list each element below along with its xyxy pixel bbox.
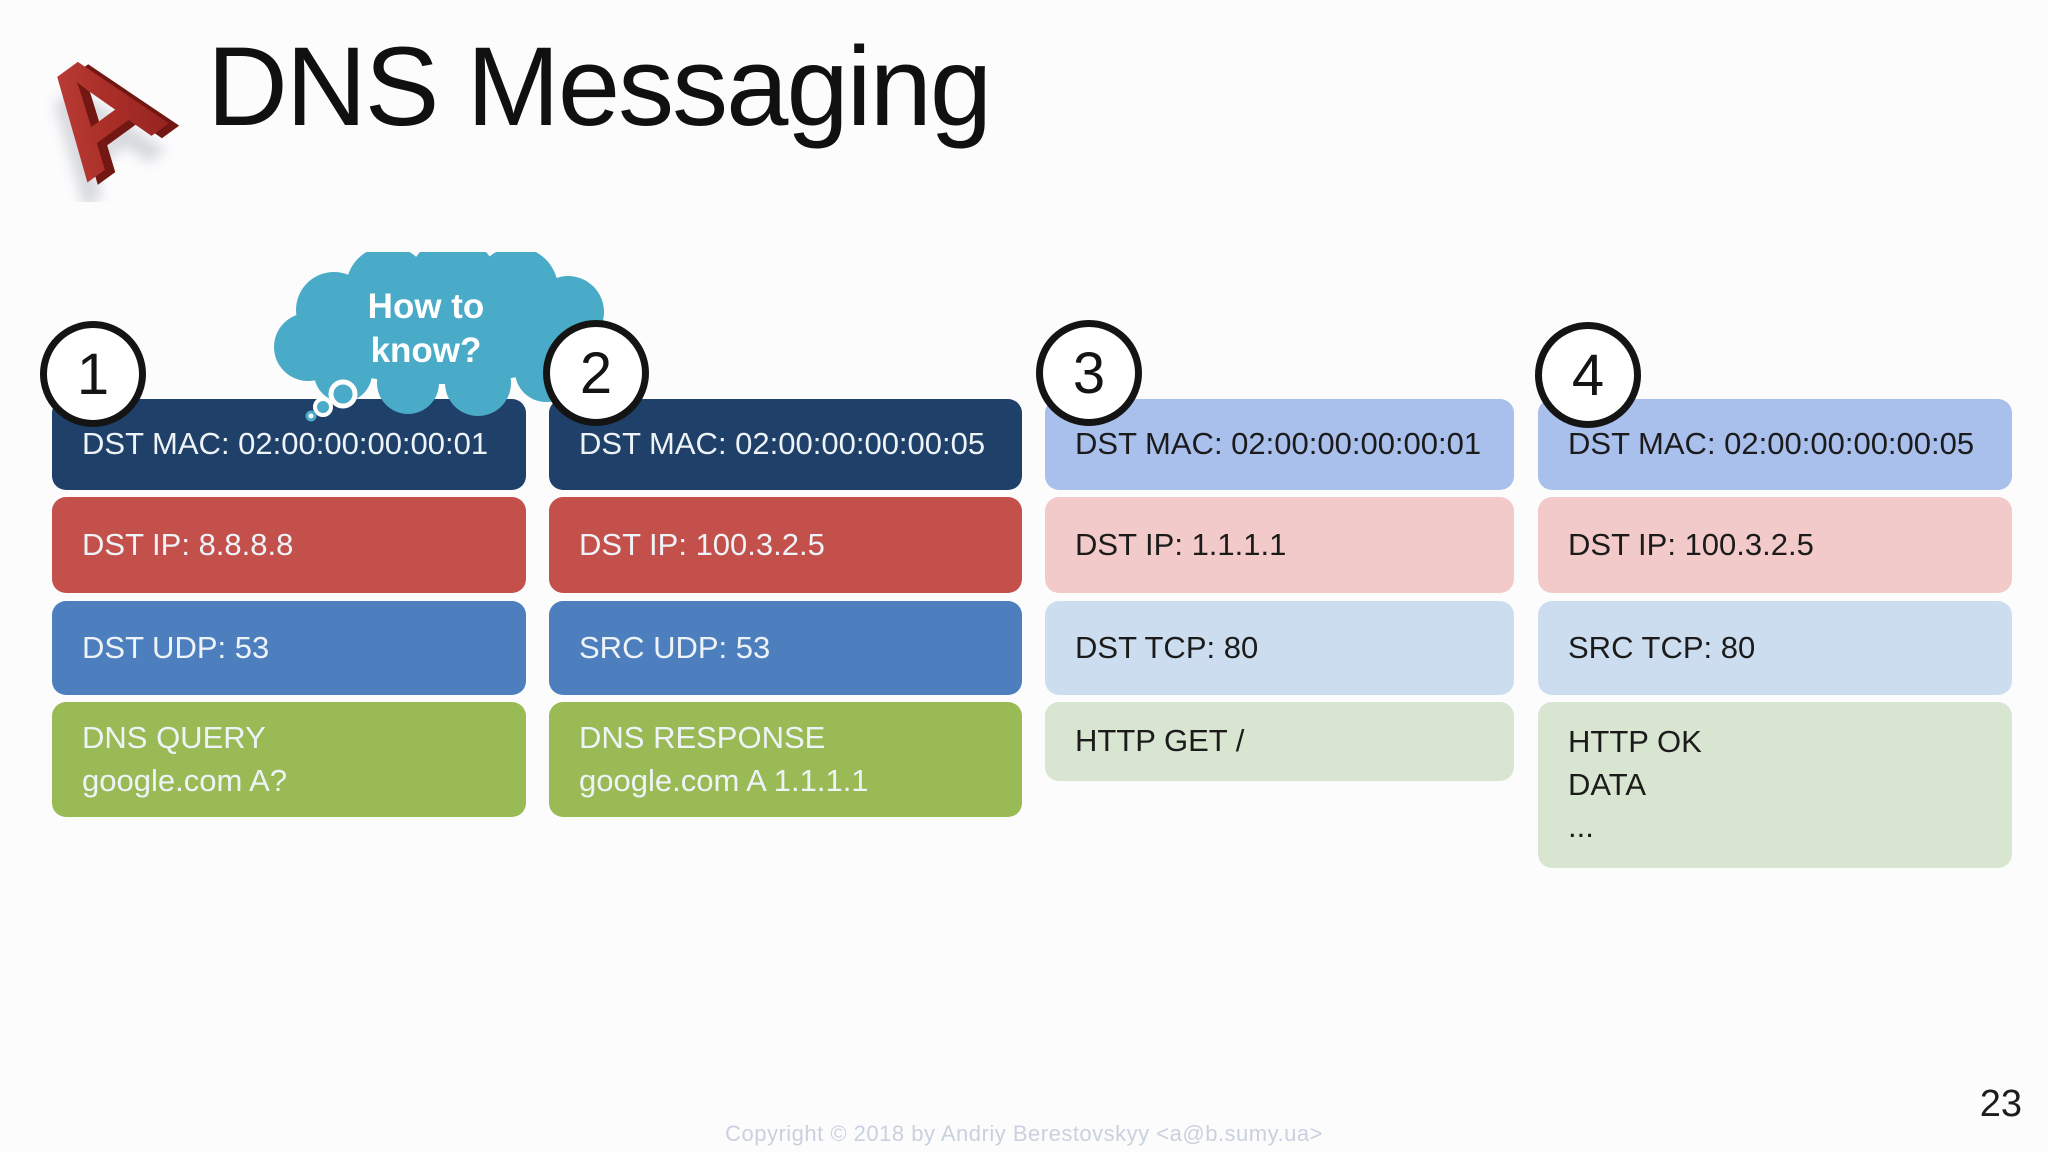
packet-field-text: DST TCP: 80	[1075, 629, 1259, 665]
packet-field-text: DST IP: 100.3.2.5	[1568, 526, 1814, 562]
step-number: 1	[76, 341, 110, 407]
packet2-dst-mac-box: DST MAC: 02:00:00:00:00:05	[549, 399, 1022, 490]
step-number: 3	[1072, 340, 1106, 406]
packet1-dst-mac-box: DST MAC: 02:00:00:00:00:01	[52, 399, 526, 490]
packet3-dst-mac-box: DST MAC: 02:00:00:00:00:01	[1045, 399, 1514, 490]
packet2-payload-box: DNS RESPONSE google.com A 1.1.1.1	[549, 702, 1022, 817]
red-3d-a-logo-icon: A A A	[14, 22, 186, 202]
packet-field-text: SRC TCP: 80	[1568, 629, 1756, 665]
packet-field-text: DST IP: 100.3.2.5	[579, 526, 825, 562]
payload-line: HTTP GET /	[1075, 723, 1245, 759]
step-circle-4: 4	[1535, 322, 1641, 428]
step-circle-2: 2	[543, 320, 649, 426]
packet-field-text: DST MAC: 02:00:00:00:00:01	[82, 426, 489, 462]
packet-field-text: SRC UDP: 53	[579, 629, 771, 665]
packet4-payload-box: HTTP OK DATA ...	[1538, 702, 2012, 868]
step-circle-1: 1	[40, 321, 146, 427]
payload-line: HTTP OK	[1568, 723, 1702, 759]
packet4-dst-mac-box: DST MAC: 02:00:00:00:00:05	[1538, 399, 2012, 490]
packet4-dst-ip-box: DST IP: 100.3.2.5	[1538, 497, 2012, 593]
packet-field-text: DST UDP: 53	[82, 629, 270, 665]
packet-field-text: DST IP: 8.8.8.8	[82, 526, 294, 562]
payload-line: google.com A 1.1.1.1	[579, 762, 869, 798]
packet2-dst-ip-box: DST IP: 100.3.2.5	[549, 497, 1022, 593]
payload-line: DNS RESPONSE	[579, 719, 826, 755]
copyright-footer: Copyright © 2018 by Andriy Berestovskyy …	[725, 1121, 1323, 1146]
packet1-dst-ip-box: DST IP: 8.8.8.8	[52, 497, 526, 593]
packet1-payload-box: DNS QUERY google.com A?	[52, 702, 526, 817]
page-number: 23	[1979, 1083, 2022, 1125]
thought-cloud: How to know?	[274, 252, 620, 422]
payload-line: DNS QUERY	[82, 719, 266, 755]
step-number: 4	[1571, 342, 1605, 408]
page-title: DNS Messaging	[207, 24, 992, 149]
step-number: 2	[579, 340, 613, 406]
payload-line: google.com A?	[82, 762, 288, 798]
packet3-dst-tcp-box: DST TCP: 80	[1045, 601, 1514, 695]
payload-line: ...	[1568, 809, 1594, 845]
packet-field-text: DST MAC: 02:00:00:00:00:01	[1075, 426, 1482, 462]
packet-field-text: DST MAC: 02:00:00:00:00:05	[1568, 426, 1975, 462]
cloud-text-line2: know?	[371, 331, 482, 370]
thought-bubble-trail-icon	[305, 379, 358, 422]
packet4-src-tcp-box: SRC TCP: 80	[1538, 601, 2012, 695]
step-circle-3: 3	[1036, 320, 1142, 426]
packet-field-text: DST MAC: 02:00:00:00:00:05	[579, 426, 986, 462]
packet2-src-udp-box: SRC UDP: 53	[549, 601, 1022, 695]
packet3-dst-ip-box: DST IP: 1.1.1.1	[1045, 497, 1514, 593]
packet-field-text: DST IP: 1.1.1.1	[1075, 526, 1287, 562]
packet3-payload-box: HTTP GET /	[1045, 702, 1514, 781]
payload-line: DATA	[1568, 766, 1647, 802]
cloud-text-line1: How to	[368, 287, 485, 326]
packet1-dst-udp-box: DST UDP: 53	[52, 601, 526, 695]
